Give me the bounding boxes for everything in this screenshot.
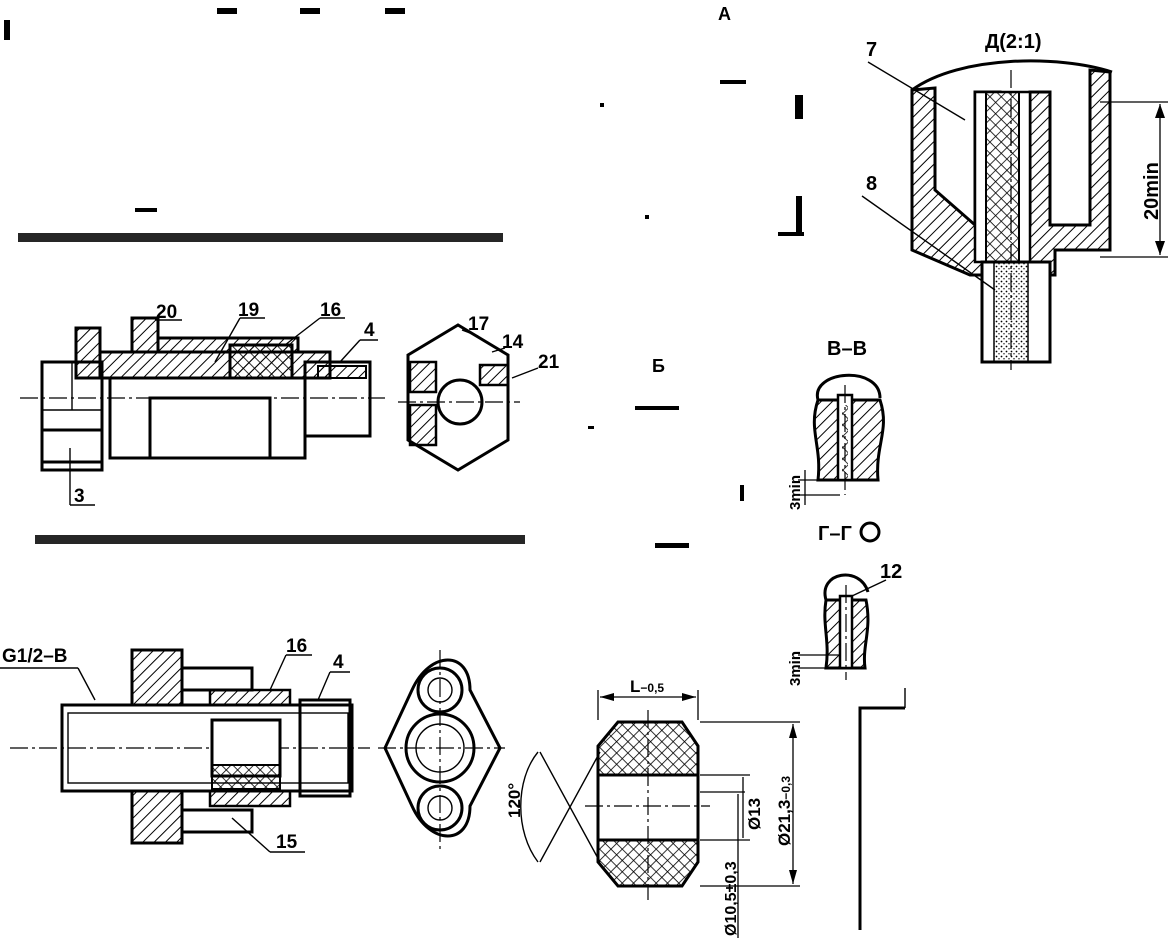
end-callout-14: 14 bbox=[502, 332, 524, 353]
section-gg: Г–Г 12 3min bbox=[787, 521, 902, 686]
frame-corner bbox=[858, 688, 906, 930]
seal-angle: 120° bbox=[505, 783, 524, 818]
section-gg-dim: 3min bbox=[787, 651, 804, 686]
detail-d-callout-8: 8 bbox=[866, 173, 877, 195]
top-callout-3: 3 bbox=[74, 486, 85, 507]
top-callout-19: 19 bbox=[238, 300, 259, 321]
detail-d-callout-7: 7 bbox=[866, 39, 877, 61]
section-vv-dim: 3min bbox=[787, 475, 804, 510]
detail-d-dim-20min: 20min bbox=[1141, 162, 1163, 220]
seal-dim-d13: Ø13 bbox=[745, 798, 764, 830]
end-callout-17: 17 bbox=[468, 314, 489, 335]
view-b-label: Б bbox=[652, 356, 665, 376]
end-callout-21: 21 bbox=[538, 352, 560, 373]
detail-d-title: Д(2:1) bbox=[985, 31, 1041, 53]
assembly-top: 20 19 16 4 3 bbox=[20, 300, 385, 507]
bottom-callout-16: 16 bbox=[286, 636, 307, 657]
assembly-bottom-end-view bbox=[378, 650, 505, 850]
view-a-label: А bbox=[718, 4, 731, 24]
bottom-callout-4: 4 bbox=[333, 652, 344, 673]
top-callout-4: 4 bbox=[364, 320, 375, 341]
seal-dim-d105: Ø10,5±0,3 bbox=[723, 861, 740, 936]
seal-dim-d213: Ø21,3−0,3 bbox=[775, 776, 794, 846]
section-gg-title: Г–Г bbox=[818, 523, 852, 545]
bottom-thread-label: G1/2–B bbox=[2, 646, 67, 667]
section-gg-callout-12: 12 bbox=[880, 561, 902, 583]
detail-d: Д(2:1) 7 8 20min bbox=[861, 31, 1168, 370]
bottom-callout-15: 15 bbox=[276, 832, 298, 853]
assembly-top-end-view: 17 14 21 bbox=[398, 314, 560, 472]
section-vv: В–В 3min bbox=[787, 338, 885, 510]
seal-ring: 120° L−0,5 Ø13 Ø21,3−0,3 Ø10,5±0,3 bbox=[505, 677, 800, 938]
top-callout-16: 16 bbox=[320, 300, 341, 321]
top-callout-20: 20 bbox=[156, 302, 177, 323]
scan-fragments bbox=[4, 8, 804, 548]
section-vv-title: В–В bbox=[827, 338, 867, 360]
seal-dim-l: L−0,5 bbox=[630, 677, 664, 696]
assembly-bottom: G1/2–B 16 4 15 bbox=[0, 636, 370, 853]
